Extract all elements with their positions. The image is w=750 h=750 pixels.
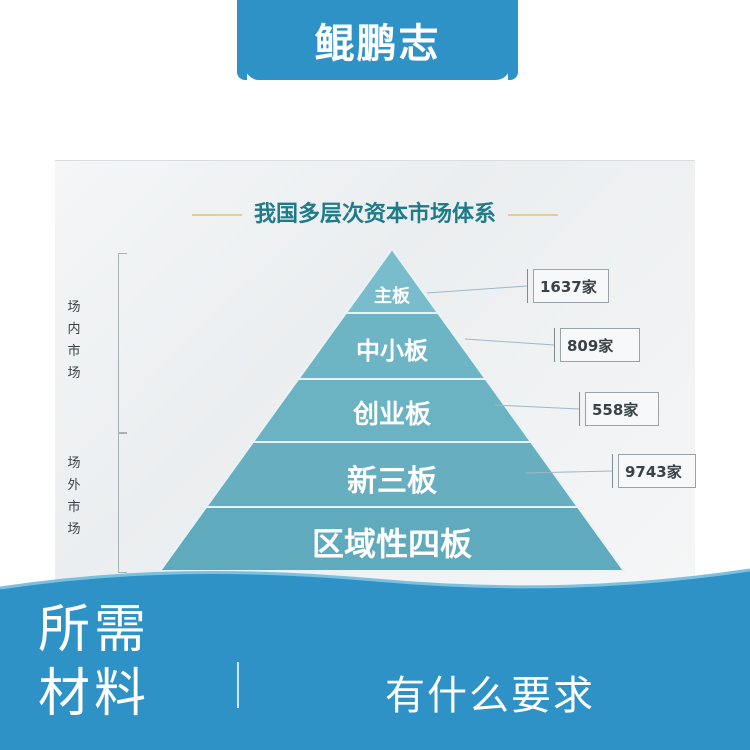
header-title-tab: 鲲鹏志	[237, 0, 518, 80]
tier-label-3: 创业板	[352, 400, 432, 431]
count-connector-2	[464, 338, 555, 346]
pyramid-tier-5	[158, 506, 626, 572]
title-rule-right	[507, 214, 558, 216]
count-box-2: 809家	[560, 328, 640, 362]
footer-left-text: 所需材料	[38, 600, 151, 724]
figure-title: 我国多层次资本市场体系	[253, 202, 496, 227]
title-rule-left	[192, 214, 243, 216]
figure-title-row: 我国多层次资本市场体系	[55, 196, 695, 228]
bracket-lower	[118, 433, 127, 573]
count-box-3: 558家	[585, 392, 659, 426]
pyramid-diagram	[158, 247, 626, 572]
footer-right-text: 有什么要求	[385, 673, 595, 719]
count-box-4: 9743家	[618, 454, 696, 488]
bracket-upper	[118, 253, 127, 433]
header-title: 鲲鹏志	[314, 21, 441, 67]
count-connector-4	[524, 470, 613, 474]
count-box-1: 1637家	[533, 269, 609, 303]
count-connector-1	[426, 285, 528, 294]
tier-label-1: 主板	[374, 285, 410, 307]
count-tick-1	[527, 269, 528, 303]
footer-banner	[0, 568, 750, 750]
count-tick-2	[554, 328, 555, 362]
tier-label-5: 区域性四板	[311, 525, 473, 564]
count-tick-4	[612, 454, 613, 488]
figure-panel: 我国多层次资本市场体系 场内市场 场外市场 主板中小板创业板新三板区域性四板 1…	[55, 160, 696, 586]
side-label-upper: 场内市场	[67, 300, 81, 381]
tier-label-2: 中小板	[356, 337, 428, 366]
count-tick-3	[579, 392, 580, 426]
side-label-lower: 场外市场	[67, 456, 81, 537]
footer-divider	[237, 662, 239, 708]
count-connector-3	[494, 404, 580, 410]
tier-label-4: 新三板	[347, 463, 437, 499]
